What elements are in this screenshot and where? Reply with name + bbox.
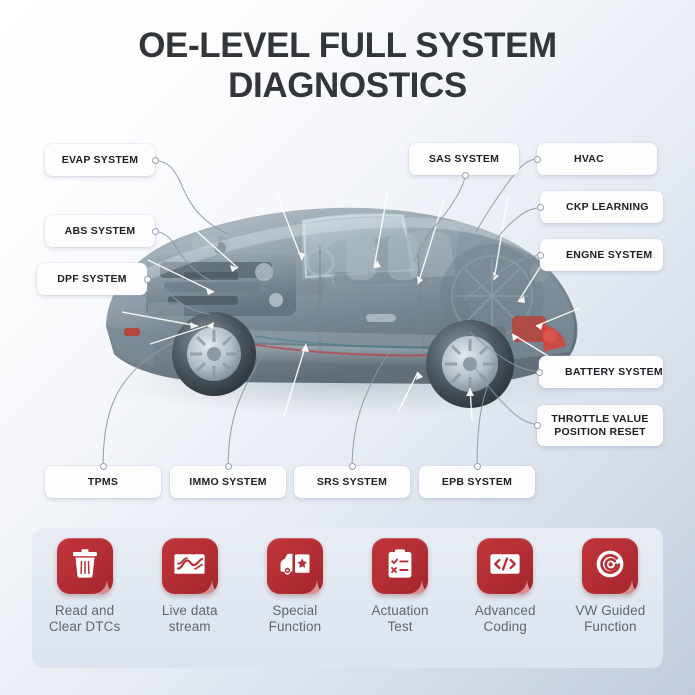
connector-dot	[533, 155, 541, 163]
chart-line-icon	[174, 554, 205, 574]
feature-label: Actuation Test	[371, 603, 428, 635]
feature-label: Read and Clear DTCs	[49, 603, 121, 635]
corner-curl	[511, 578, 534, 594]
corner-curl	[90, 578, 113, 594]
connector-dot	[99, 462, 107, 470]
callout-battery-system[interactable]: BATTERY SYSTEM	[535, 356, 663, 388]
feature-tile[interactable]	[372, 538, 429, 594]
feature-advanced-coding[interactable]: Advanced Coding	[457, 538, 553, 635]
callout-label-line-2: POSITION RESET	[554, 425, 646, 438]
callout-throttle-value-position-reset[interactable]: THROTTLE VALUE POSITION RESET	[533, 405, 663, 446]
page-title: OE-LEVEL FULL SYSTEM DIAGNOSTICS	[0, 26, 695, 106]
connector-dot	[473, 462, 481, 470]
corner-curl	[406, 578, 429, 594]
feature-label-line-1: Actuation	[371, 603, 429, 618]
callout-label: EVAP SYSTEM	[61, 154, 139, 166]
callout-evap-system[interactable]: EVAP SYSTEM	[45, 144, 159, 176]
feature-live-data-stream[interactable]: Live data stream	[142, 538, 238, 635]
callout-label: ENGNE SYSTEM	[566, 249, 653, 261]
callout-label: HVAC	[574, 153, 604, 165]
callout-label: DPF SYSTEM	[57, 273, 127, 285]
feature-label-line-1: Special	[272, 603, 318, 618]
callout-label: BATTERY SYSTEM	[565, 366, 663, 378]
feature-actuation-test[interactable]: Actuation Test	[352, 538, 448, 635]
callout-abs-system[interactable]: ABS SYSTEM	[45, 215, 159, 247]
feature-read-clear-dtcs[interactable]: Read and Clear DTCs	[37, 538, 133, 635]
feature-label: VW Guided Function	[575, 603, 645, 635]
corner-curl	[616, 578, 639, 594]
connector-dot	[224, 462, 232, 470]
feature-tile[interactable]	[266, 538, 323, 594]
feature-label-line-2: Function	[268, 619, 322, 634]
callout-engine-system[interactable]: ENGNE SYSTEM	[536, 239, 663, 271]
callout-label: SAS SYSTEM	[428, 153, 500, 165]
callout-immo-system[interactable]: IMMO SYSTEM	[170, 462, 286, 498]
connector-dot	[536, 251, 544, 259]
callout-label: IMMO SYSTEM	[189, 476, 267, 488]
feature-label-line-2: Coding	[483, 619, 527, 634]
callout-sas-system[interactable]: SAS SYSTEM	[409, 143, 519, 179]
callout-label: SRS SYSTEM	[316, 476, 388, 488]
callout-hvac[interactable]: HVAC	[533, 143, 657, 175]
callout-label: CKP LEARNING	[566, 201, 649, 213]
callout-label: EPB SYSTEM	[441, 476, 513, 488]
corner-curl	[195, 578, 218, 594]
feature-label-line-2: Function	[584, 619, 637, 634]
callout-tpms[interactable]: TPMS	[45, 462, 161, 498]
feature-label-line-2: Test	[387, 619, 413, 634]
callout-label-line-1: THROTTLE VALUE	[551, 413, 649, 425]
feature-label-line-1: Live data	[161, 603, 218, 618]
feature-tile[interactable]	[477, 538, 534, 594]
feature-tile[interactable]	[161, 538, 218, 594]
feature-label-line-2: stream	[168, 619, 211, 634]
title-line-2: DIAGNOSTICS	[228, 66, 467, 105]
features-list: Read and Clear DTCs Live data	[32, 538, 663, 668]
connector-dot	[462, 171, 469, 179]
feature-label-line-2: Clear DTCs	[48, 619, 121, 634]
connector-dot	[143, 275, 151, 283]
trash-icon	[72, 549, 97, 578]
feature-label: Live data stream	[162, 603, 218, 635]
feature-label: Advanced Coding	[475, 603, 536, 635]
connector-dot	[535, 368, 543, 376]
target-icon	[596, 550, 624, 578]
features-panel	[32, 528, 663, 668]
feature-special-function[interactable]: Special Function	[247, 538, 343, 635]
corner-curl	[300, 578, 323, 594]
vehicle-cutaway-illustration	[88, 176, 608, 426]
code-tag-icon	[490, 554, 520, 574]
connector-dot	[536, 203, 544, 211]
callout-epb-system[interactable]: EPB SYSTEM	[419, 462, 535, 498]
connector-dot	[533, 422, 541, 429]
clipboard-icon	[388, 549, 412, 578]
callout-srs-system[interactable]: SRS SYSTEM	[294, 462, 410, 498]
feature-label-line-1: Advanced	[474, 603, 536, 618]
title-line-1: OE-LEVEL FULL SYSTEM	[138, 26, 557, 65]
feature-vw-guided-function[interactable]: VW Guided Function	[562, 538, 658, 635]
callout-dpf-system[interactable]: DPF SYSTEM	[37, 263, 151, 295]
feature-tile[interactable]	[582, 538, 639, 594]
callout-label: TPMS	[87, 476, 119, 488]
connector-dot	[151, 227, 159, 235]
feature-tile[interactable]	[56, 538, 113, 594]
car-star-icon	[280, 553, 310, 575]
feature-label-line-1: Read and	[54, 603, 115, 618]
connector-dot	[151, 156, 159, 164]
feature-label-line-1: VW Guided	[575, 603, 646, 618]
connector-dot	[348, 462, 356, 470]
callout-label: THROTTLE VALUE POSITION RESET	[537, 413, 663, 438]
callout-ckp-learning[interactable]: CKP LEARNING	[536, 191, 663, 223]
callout-label: ABS SYSTEM	[64, 225, 136, 237]
feature-label: Special Function	[269, 603, 322, 635]
